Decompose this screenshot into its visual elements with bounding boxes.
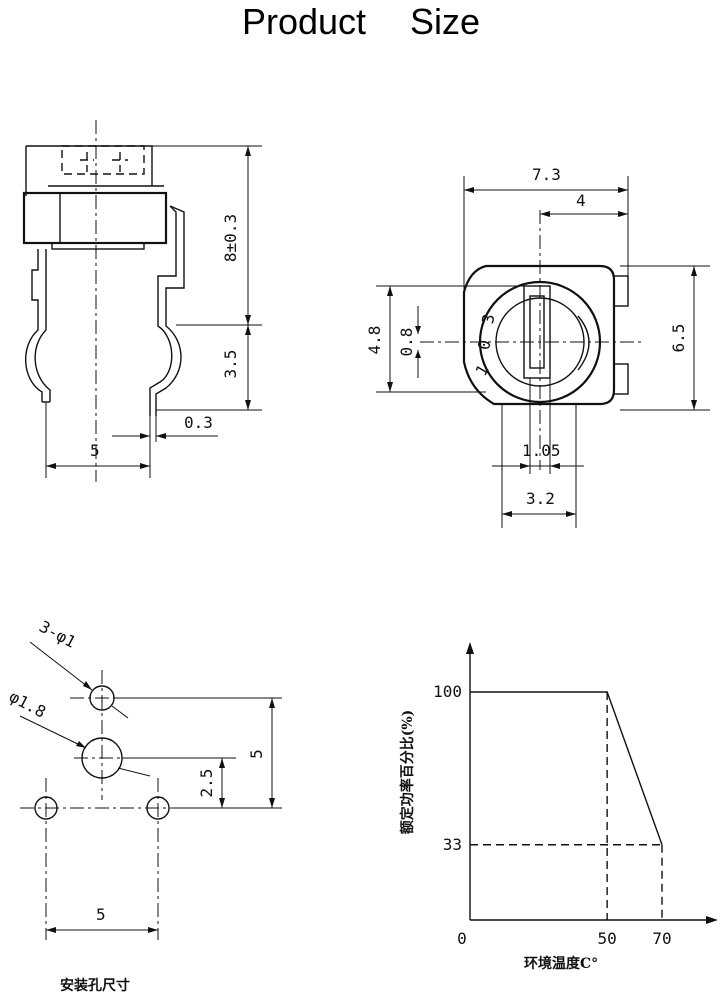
mounting-hole-caption: 安装孔尺寸 [60,977,130,994]
page-title: Product Size [0,0,722,44]
x-axis-label: 环境温度C° [524,955,598,972]
front-height-label: 6.5 [669,324,688,353]
pin-length-dimension-label: 3.5 [221,350,240,379]
dial-mark-1: 1 [471,361,492,379]
x-tick-label: 50 [598,929,617,948]
dial-mark-3: 3 [478,313,498,326]
dial-mark-0: 0 [474,339,494,352]
height-dimension-label: 8±0.3 [221,214,240,262]
offset-dimension-label: 4 [576,191,586,210]
mounting-hole-layout: 3-φ1 φ1.8 5 2.5 5 安装孔尺寸 [6,617,282,994]
y-tick-label: 33 [443,835,462,854]
left-height-label: 4.8 [365,326,384,355]
side-view: 8±0.3 3.5 0.3 5 [22,120,262,482]
large-hole-label: φ1.8 [6,687,49,722]
half-spacing-label: 2.5 [197,769,216,798]
x-tick-label: 0 [457,929,467,948]
x-tick-label: 70 [652,929,671,948]
horizontal-spacing-label: 5 [96,905,106,924]
y-tick-label: 100 [433,682,462,701]
slot-width-label: 1.05 [522,441,561,460]
derating-chart: 100 33 0 50 70 额定功率百分比(%) 环境温度C° [399,642,718,972]
small-hole-label: 3-φ1 [36,617,79,652]
title-word-product: Product [241,1,367,42]
slot-dimension-label: 0.8 [397,328,416,357]
pin-spacing-label: 5 [90,441,100,460]
title-word-size: Size [410,1,481,42]
front-view: 0 3 1 7.3 4 6.5 4.8 0.8 [365,165,710,528]
derating-curve [470,691,663,845]
pin-thickness-label: 0.3 [184,413,213,432]
y-axis-label: 额定功率百分比(%) [399,710,416,835]
width-dimension-label: 7.3 [532,165,561,184]
vertical-spacing-label: 5 [247,749,266,759]
shaft-dimension-label: 3.2 [526,489,555,508]
